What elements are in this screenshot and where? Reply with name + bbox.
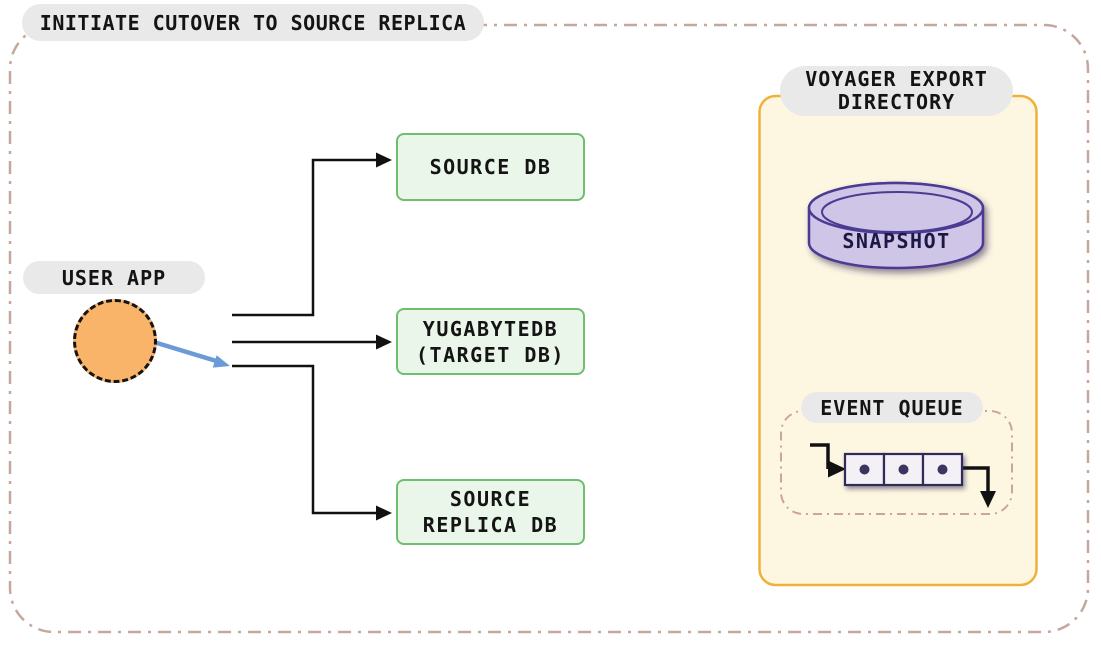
node-target-db-label-line2: (TARGET DB) [416, 342, 565, 367]
node-source-db-label: SOURCE DB [429, 155, 552, 179]
voyager-export-directory-label: VOYAGER EXPORT DIRECTORY [780, 66, 1013, 116]
user-app-label: USER APP [23, 261, 205, 294]
event-queue-label-text: EVENT QUEUE [820, 395, 964, 420]
cutover-arrow [154, 340, 230, 368]
diagram-title-label: INITIATE CUTOVER TO SOURCE REPLICA [39, 10, 467, 35]
node-target-db: YUGABYTEDB (TARGET DB) [396, 308, 585, 375]
voyager-export-directory-container [758, 94, 1038, 587]
outer-dashed-border [8, 23, 1090, 634]
queue-in-arrow [828, 460, 846, 478]
queue-dot [937, 464, 948, 475]
event-queue-icon [810, 443, 996, 508]
user-app-label-text: USER APP [61, 265, 167, 290]
voyager-label-line2: DIRECTORY [837, 90, 956, 114]
snapshot-cylinder-icon [807, 181, 985, 270]
connector-to-source-db [232, 152, 392, 317]
connector-to-source-replica-db [232, 364, 392, 521]
node-source-replica-db-label-line1: SOURCE [449, 487, 532, 511]
voyager-label-line1: VOYAGER EXPORT [805, 67, 988, 91]
node-source-db: SOURCE DB [396, 133, 585, 201]
diagram-title: INITIATE CUTOVER TO SOURCE REPLICA [22, 4, 484, 41]
queue-dot [859, 464, 870, 475]
node-source-replica-db-label-line2: REPLICA DB [422, 513, 559, 537]
node-target-db-label-line1: YUGABYTEDB [422, 316, 559, 341]
queue-cell [843, 452, 886, 487]
event-queue-label: EVENT QUEUE [801, 392, 983, 423]
node-source-replica-db: SOURCE REPLICA DB [396, 479, 585, 545]
snapshot-label: SNAPSHOT [842, 229, 951, 253]
connector-to-target-db [232, 334, 392, 350]
user-app-node [73, 299, 157, 383]
queue-dot [898, 464, 909, 475]
queue-out-arrow [980, 491, 996, 508]
